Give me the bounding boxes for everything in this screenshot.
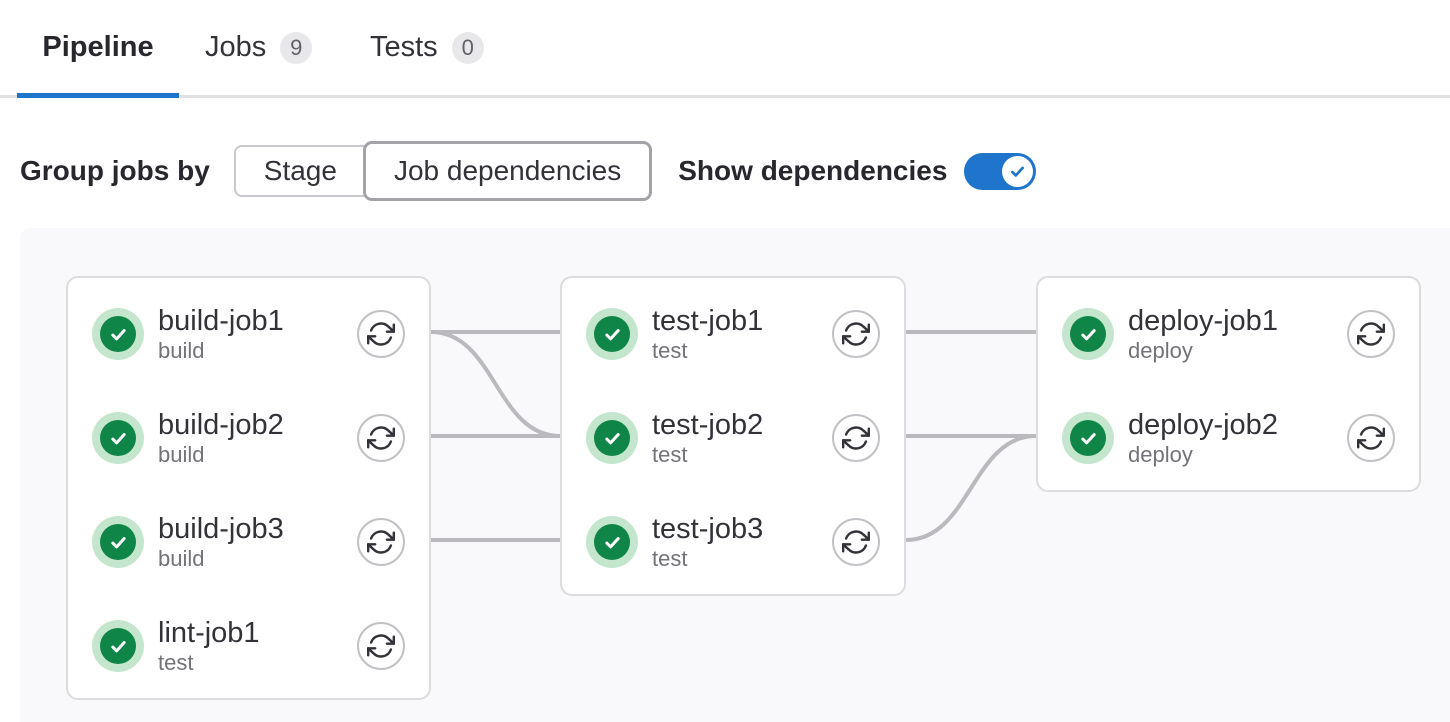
job-stage-label: test (652, 337, 688, 363)
status-success-icon (92, 412, 144, 464)
status-success-icon (586, 516, 638, 568)
retry-icon (1357, 320, 1385, 348)
show-dependencies-toggle[interactable] (964, 152, 1037, 190)
group-jobs-segmented-control: Stage Job dependencies (233, 141, 653, 201)
job-name-link[interactable]: deploy-job1 (1128, 304, 1278, 337)
status-success-icon (92, 516, 144, 568)
check-icon (1008, 162, 1027, 181)
retry-button[interactable] (357, 414, 405, 462)
tab-jobs-label: Jobs (205, 31, 267, 63)
pipeline-controls: Group jobs by Stage Job dependencies Sho… (20, 138, 1037, 204)
job-stage-label: build (158, 337, 205, 363)
dependency-line (430, 330, 561, 438)
group-jobs-by-label: Group jobs by (20, 155, 210, 186)
job-name-link[interactable]: test-job2 (652, 408, 764, 441)
retry-icon (842, 320, 870, 348)
job-name-link[interactable]: build-job1 (158, 304, 284, 337)
tab-tests[interactable]: Tests 0 (370, 0, 484, 95)
tab-jobs[interactable]: Jobs 9 (205, 0, 313, 95)
retry-icon (842, 528, 870, 556)
job-name-link[interactable]: test-job3 (652, 512, 764, 545)
job-stage-label: build (158, 545, 205, 571)
job-stage-label: deploy (1128, 337, 1193, 363)
retry-icon (367, 424, 395, 452)
group-by-job-dependencies-button[interactable]: Job dependencies (362, 141, 653, 201)
toggle-knob (1002, 155, 1034, 187)
retry-button[interactable] (357, 518, 405, 566)
status-success-icon (1062, 412, 1114, 464)
status-success-icon (92, 308, 144, 360)
job-name-link[interactable]: test-job1 (652, 304, 764, 337)
job-name-link[interactable]: build-job3 (158, 512, 284, 545)
tab-tests-count-badge: 0 (451, 31, 484, 64)
dependency-line (905, 434, 1037, 542)
job-stage-label: deploy (1128, 441, 1193, 467)
retry-icon (367, 632, 395, 660)
tab-pipeline-label: Pipeline (42, 31, 154, 63)
retry-button[interactable] (357, 310, 405, 358)
job-stage-label: test (652, 441, 688, 467)
retry-icon (1357, 424, 1385, 452)
job-stage-label: test (158, 649, 194, 675)
retry-button[interactable] (832, 518, 880, 566)
job-name-link[interactable]: build-job2 (158, 408, 284, 441)
tab-jobs-count-badge: 9 (280, 31, 313, 64)
job-name-link[interactable]: deploy-job2 (1128, 408, 1278, 441)
job-stage-label: test (652, 545, 688, 571)
retry-icon (367, 320, 395, 348)
dependency-lines (430, 330, 1037, 542)
tab-bar: Pipeline Jobs 9 Tests 0 (0, 0, 1450, 98)
retry-button[interactable] (832, 414, 880, 462)
retry-button[interactable] (357, 622, 405, 670)
status-success-icon (586, 412, 638, 464)
active-tab-indicator (17, 93, 179, 98)
show-dependencies-label: Show dependencies (678, 155, 948, 186)
group-by-stage-button[interactable]: Stage (235, 147, 365, 195)
status-success-icon (586, 308, 638, 360)
retry-icon (367, 528, 395, 556)
job-stage-label: build (158, 441, 205, 467)
retry-button[interactable] (832, 310, 880, 358)
tab-pipeline[interactable]: Pipeline (17, 0, 179, 95)
status-success-icon (1062, 308, 1114, 360)
retry-button[interactable] (1347, 310, 1395, 358)
retry-icon (842, 424, 870, 452)
tab-tests-label: Tests (370, 31, 438, 63)
job-name-link[interactable]: lint-job1 (158, 616, 260, 649)
retry-button[interactable] (1347, 414, 1395, 462)
status-success-icon (92, 620, 144, 672)
